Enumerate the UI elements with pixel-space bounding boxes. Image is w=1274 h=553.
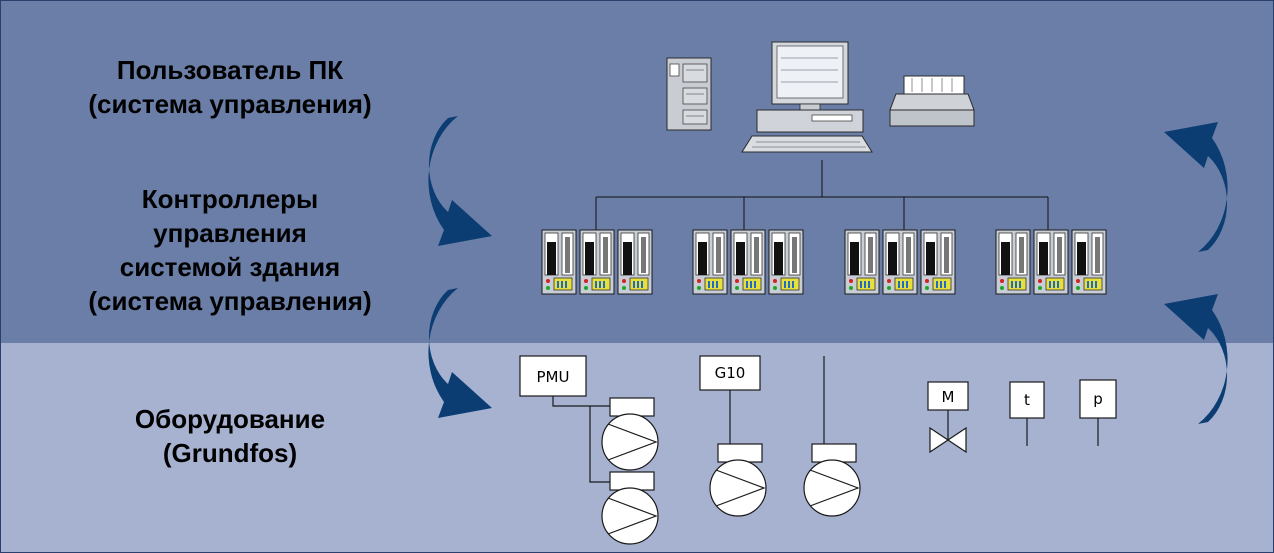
computer-icon bbox=[741, 41, 873, 153]
printer-icon bbox=[889, 75, 975, 127]
motor-label: M bbox=[942, 388, 955, 406]
g10-label: G10 bbox=[715, 364, 746, 382]
pmu-device: PMU bbox=[519, 355, 620, 483]
temperature-label: t bbox=[1024, 391, 1030, 409]
valve-icon bbox=[929, 426, 967, 454]
server-icon bbox=[666, 57, 712, 131]
g10-device: G10 bbox=[699, 355, 761, 444]
pressure-sensor: p bbox=[1079, 379, 1117, 446]
equipment-label-line1: Оборудование bbox=[134, 404, 326, 434]
controllers-label: Контроллеры управления системой здания (… bbox=[30, 182, 430, 318]
temperature-sensor: t bbox=[1009, 381, 1045, 446]
pmu-label: PMU bbox=[537, 368, 570, 386]
motor-valve-device: M bbox=[927, 381, 969, 454]
controllers-label-line3: системой здания bbox=[119, 252, 341, 282]
controllers-label-line4: (система управления) bbox=[88, 286, 372, 316]
equipment-label: Оборудование (Grundfos) bbox=[30, 402, 430, 470]
pc-user-label: Пользователь ПК (система управления) bbox=[30, 53, 430, 121]
pc-user-label-line2: (система управления) bbox=[88, 89, 372, 119]
pressure-label: p bbox=[1093, 390, 1103, 408]
controllers-label-line1: Контроллеры bbox=[141, 184, 319, 214]
controllers-label-line2: управления bbox=[153, 218, 307, 248]
pc-user-label-line1: Пользователь ПК bbox=[116, 55, 344, 85]
equipment-label-line2: (Grundfos) bbox=[162, 438, 298, 468]
controller-bus bbox=[595, 160, 1049, 230]
